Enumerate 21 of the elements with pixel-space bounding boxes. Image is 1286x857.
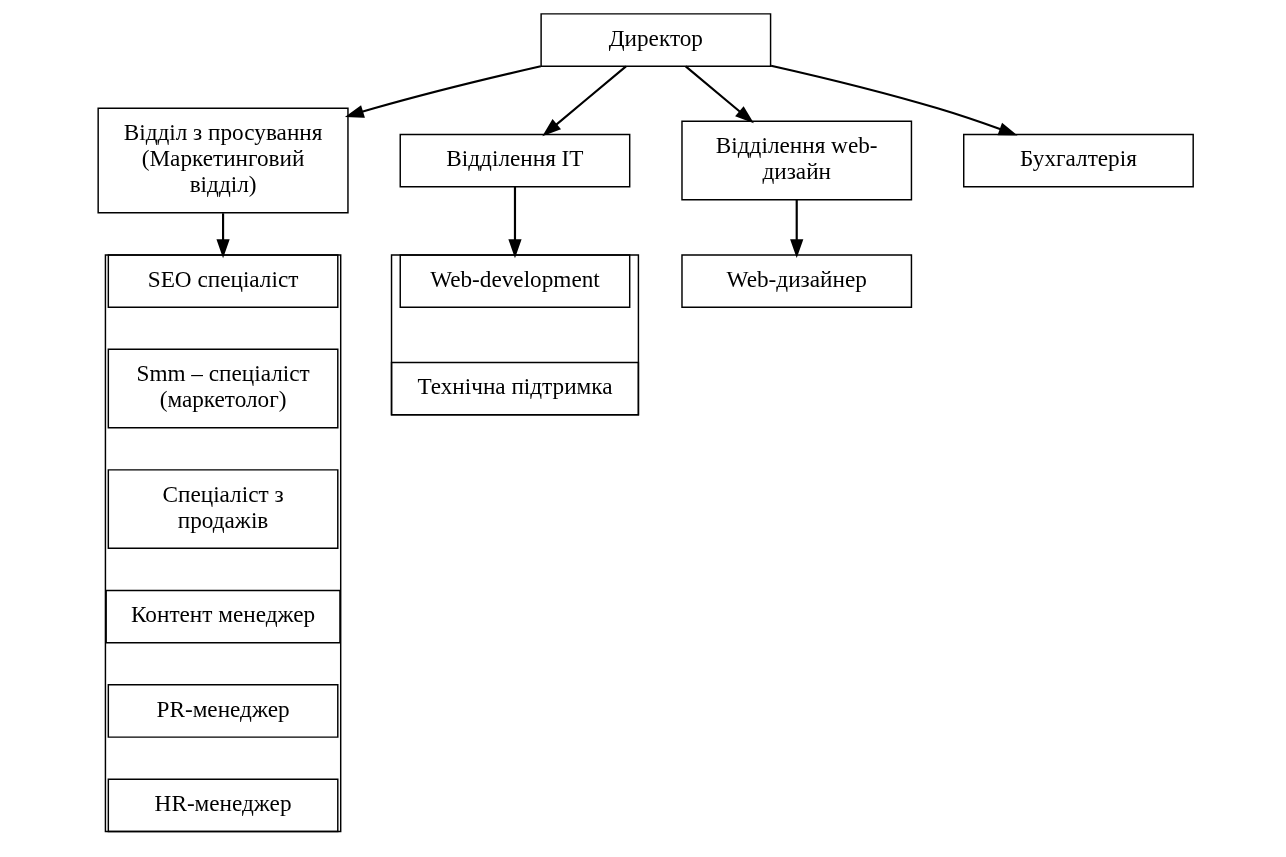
- node-box: Директор: [539, 13, 771, 67]
- node-box: Бухгалтерія: [962, 133, 1194, 188]
- arrow: [215, 213, 230, 259]
- arrow: [770, 64, 1018, 136]
- node-box: Web-дизайнер: [680, 254, 912, 308]
- node-box: SEO спеціаліст: [107, 254, 338, 308]
- node-box: Smm – спеціаліст (маркетолог): [107, 348, 338, 429]
- arrow: [344, 65, 541, 118]
- node-box: HR-менеджер: [107, 778, 338, 833]
- node-box: Відділ з просування (Маркетинговий відділ): [96, 107, 349, 214]
- node-box: Відділення IT: [399, 133, 630, 188]
- arrow: [789, 199, 803, 259]
- arrow: [507, 186, 522, 259]
- node-box: Web-development: [399, 254, 630, 308]
- node-box: Контент менеджер: [104, 589, 341, 644]
- arrow: [541, 65, 627, 137]
- node-box: Технічна підтримка: [390, 361, 639, 416]
- node-box: PR-менеджер: [107, 684, 338, 738]
- node-box: Відділення web-дизайн: [680, 120, 912, 201]
- arrow: [684, 65, 754, 124]
- node-box: Спеціаліст з продажів: [107, 469, 338, 550]
